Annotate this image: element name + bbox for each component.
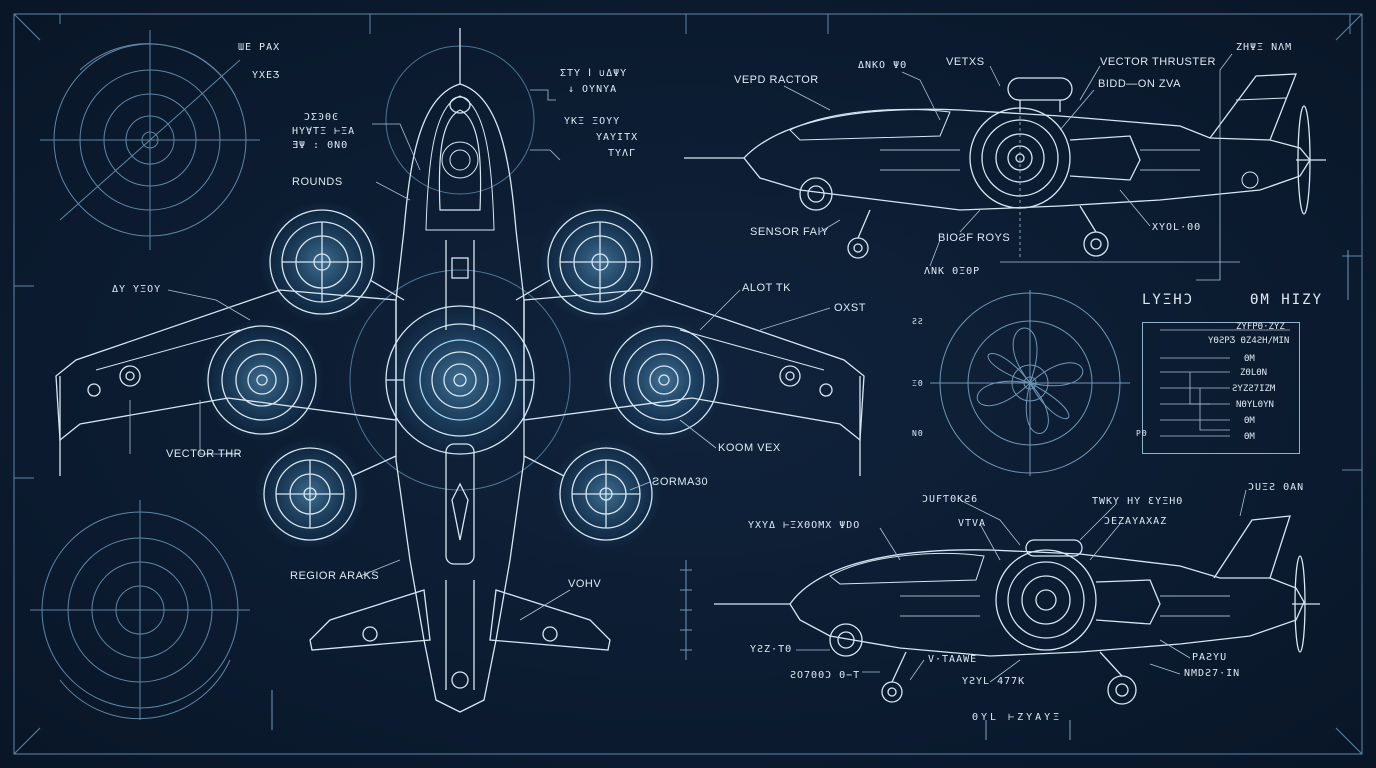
legend-title-left: LΥΞΗϽ — [1142, 292, 1195, 308]
bezav-label: ƆΕΖΑΥΑΧΑΖ — [1104, 516, 1168, 527]
legend-row-2: ΥΘƧΡƷ ΘΖ4ƧΗ/ΜΙΝ — [1208, 336, 1290, 346]
alot-label: ALOT TK — [742, 282, 791, 294]
nmds-label: ΝΜDƧ7·ΙΝ — [1184, 668, 1241, 679]
ank-label: ΛΝΚ ΘΞΘΡ — [924, 266, 981, 277]
fan-mark-4: ΡΘ — [1136, 429, 1148, 438]
target-circle-top-left — [40, 30, 260, 250]
legend-lines — [1160, 329, 1290, 437]
vector-thr-label: VECTOR THR — [166, 448, 243, 460]
rotor-pod-front-left — [269, 209, 375, 315]
fan-diagram — [930, 290, 1130, 476]
xvol-label: ΧΥΟL·ΘΘ — [1152, 222, 1202, 233]
sorma-label: ƧORMA30 — [652, 476, 709, 488]
legend-row-4: ΖΘLΘΝ — [1240, 368, 1268, 378]
legend-box — [1142, 322, 1300, 454]
top-left-label-2: ΗΥ∀ΤΞ ⊢ΞΑ — [292, 126, 356, 137]
bior-label: BIOƧF ROYS — [938, 232, 1011, 244]
vetxs-label: VETXS — [946, 56, 985, 68]
anro-label: ΔΝΚΟ ΨΘ — [858, 60, 908, 71]
fasvu-label: ΡΑƧΥU — [1192, 652, 1228, 663]
fan-mark-3: ΝΘ — [912, 429, 924, 438]
right-label-2: ΥΑΥΙΤΧ — [596, 132, 639, 143]
rotor-pod-front-right — [547, 209, 653, 315]
side-view-top-leader-lines — [783, 53, 1240, 281]
legend-title-right: ΘΜ ΗΙΖΥ — [1250, 292, 1324, 308]
sensor-label: SENSOR FAIY — [750, 226, 829, 238]
oxst-label: OXST — [834, 302, 866, 314]
top-left-label-1: ϽΣϿΘϾ — [304, 112, 340, 123]
circle-label-2: ΥΧΕƷ — [252, 70, 281, 81]
top-left-label-3: ƎΨ : ΘΝΘ — [292, 140, 349, 151]
bottom-title: ΘΥL ⊢ΖΥΑΥΞ — [972, 712, 1063, 723]
twky-label: ΤWΚΥ ΗΥ ƐΥΞΗΘ — [1092, 496, 1184, 507]
bottom-left-title: ΥΧΥΔ ⊢ΞΧΘΟΜΧ ΨDO — [748, 520, 861, 531]
buf-label: ƆUFƬΘKƧ6 — [922, 494, 979, 505]
target-circle-bottom-left — [30, 500, 250, 720]
vector-thruster-label: VECTOR THRUSTER — [1100, 56, 1216, 68]
top-view-aircraft — [55, 28, 865, 713]
vepd-ractor-label: VEPD RACTOR — [734, 74, 819, 86]
legend-row-3: ΘΜ — [1244, 354, 1255, 364]
v-tawe-label: V·ΤΑΑWΕ — [928, 654, 978, 665]
right-label-3: ΤΥΛΓ — [608, 148, 637, 159]
fan-mark-2: ΞΘ — [912, 379, 924, 388]
vsz-label: ΥƧΖ·ΤΘ — [750, 644, 793, 655]
right-label-1: ΥΚΞ ΞΟΥΥ — [564, 116, 621, 127]
frame — [13, 13, 1363, 755]
side-view-bottom-leader-lines — [796, 489, 1247, 740]
legend-row-6: ΝΘΥLΘΥΝ — [1236, 400, 1274, 410]
vohv-label: VOHV — [568, 578, 602, 590]
vsvl-label: ΥƧΥL 477Κ — [962, 676, 1026, 687]
rotor-pod-mid-left — [207, 325, 317, 435]
rotor-pod-rear-right — [559, 447, 653, 541]
scale-marks — [271, 250, 1349, 730]
circle-label-1: ƜΕ ΡΑΧ — [238, 42, 281, 53]
bidd-label: BIDD—ON ZVA — [1098, 78, 1181, 90]
top-center-label-1: ΣΤΥ Ⅰ ∪ΔΨΥ — [560, 68, 628, 79]
rounds-label: ROUNDS — [292, 176, 343, 188]
top-right-label: ΖΗΨΞ ΝΛΜ — [1236, 42, 1293, 53]
top-view-leader-lines — [129, 89, 831, 621]
fan-mark-1: ƧƧ — [912, 317, 924, 326]
region-label: REGIOR ARAKS — [290, 570, 380, 582]
rotor-pod-rear-left — [263, 447, 357, 541]
legend-row-7: ΘΜ — [1244, 416, 1255, 426]
top-center-label-2: ↓ ΟΥΝΥΑ — [568, 84, 618, 95]
legend-row-1: ΖΥFΡΘ·ΖΥΖ — [1236, 322, 1285, 332]
bues-label: ƆUΞƧ ΘΑΝ — [1248, 482, 1305, 493]
vtv-label: VΤVΑ — [958, 518, 987, 529]
side-view-bottom-aircraft — [714, 515, 1320, 705]
num-label: ƧΟ7ΘΘƆ Θ−Τ — [790, 670, 861, 681]
koom-label: KOOM VEX — [718, 442, 781, 454]
rotor-pod-mid-right — [609, 325, 719, 435]
legend-row-5: ƧΥΖƧ7ΙΖΜ — [1232, 384, 1276, 394]
wing-left-label: ΔΥ ΥΞΟΥ — [112, 284, 162, 295]
legend-row-8: ΘΜ — [1244, 432, 1255, 442]
